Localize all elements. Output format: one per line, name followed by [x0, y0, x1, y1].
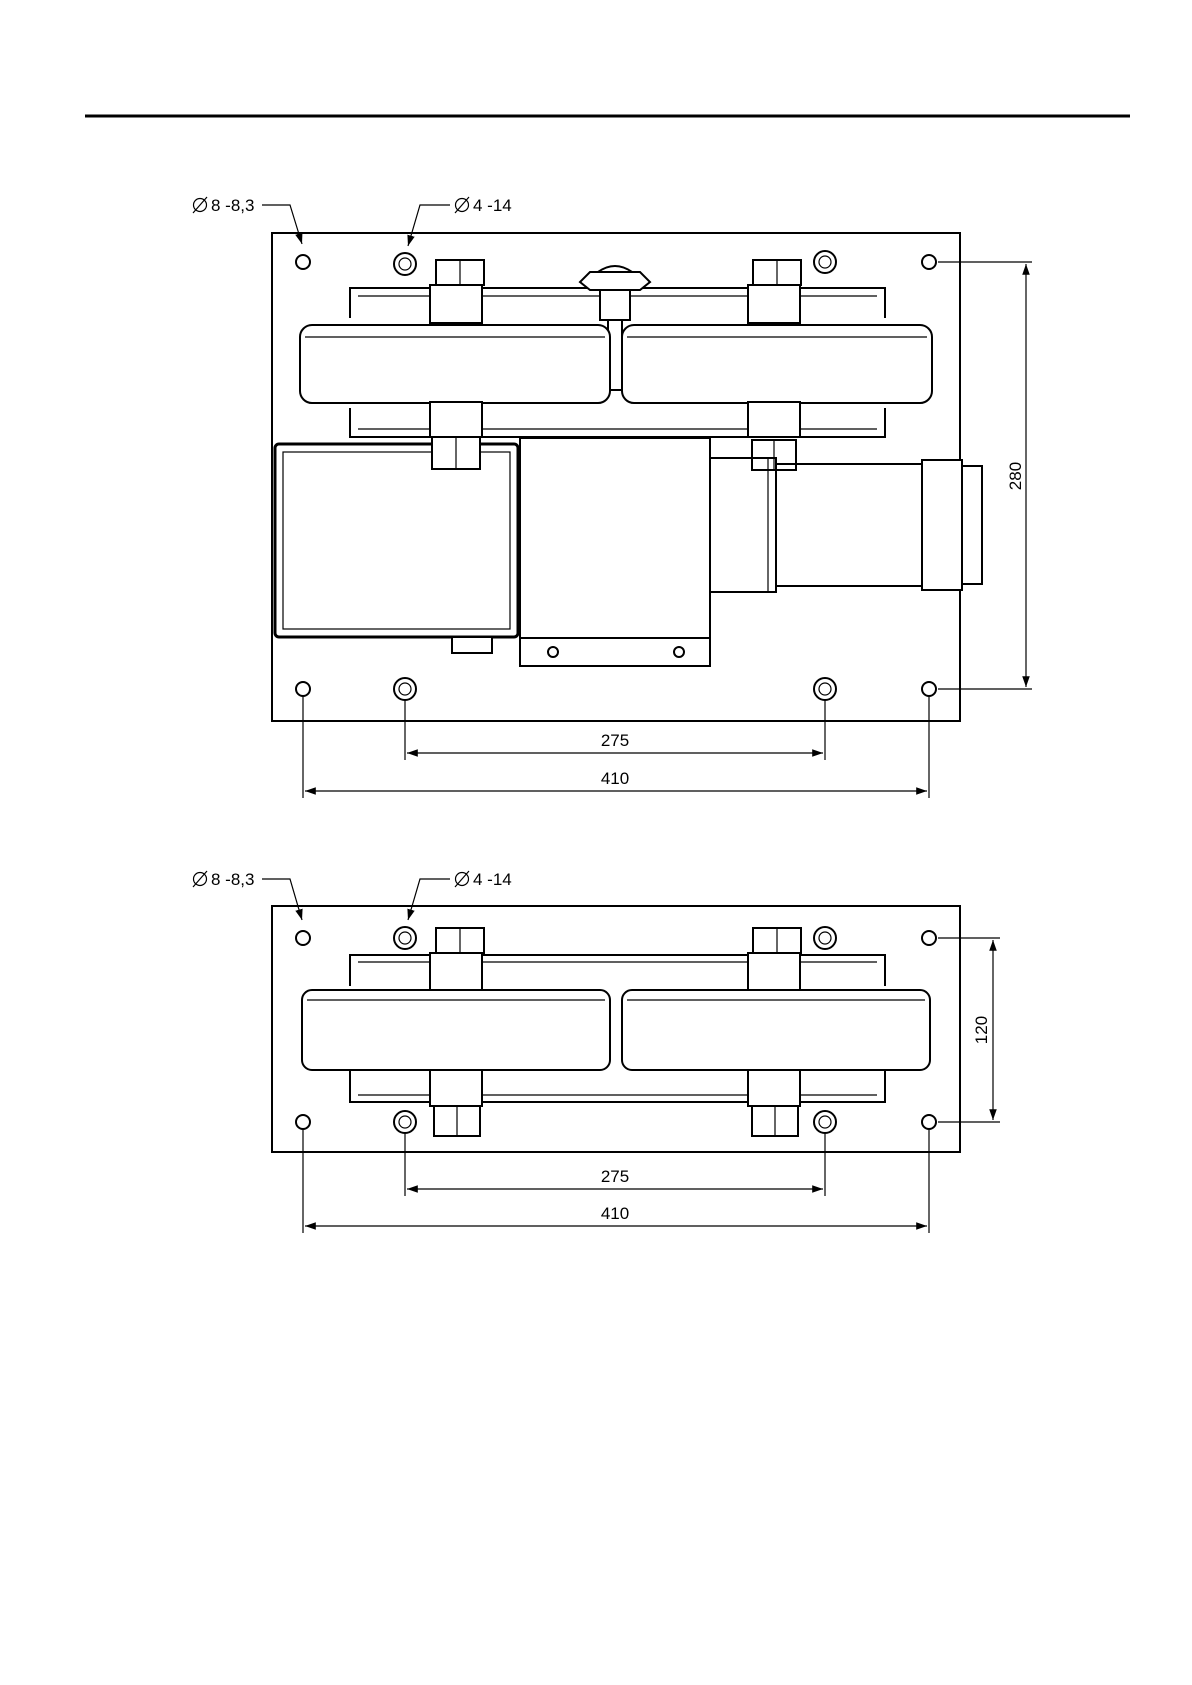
hole-large-label: 4 -14: [473, 196, 512, 215]
dim-outer-label: 410: [601, 769, 629, 788]
front-view: 8 -8,3 4 -14: [193, 870, 1000, 1233]
dim-inner: 275: [405, 700, 825, 760]
bolt-right-top: [748, 260, 801, 323]
diameter-symbol-icon: [193, 871, 207, 887]
bolt-left-top-front: [430, 928, 484, 991]
coil-left-front: [302, 990, 610, 1070]
junction-box: [275, 437, 518, 653]
bolt-left-top: [430, 260, 484, 323]
diameter-symbol-icon: [455, 871, 469, 887]
hole-small-label-front: 8 -8,3: [211, 870, 254, 889]
dim-inner-label: 275: [601, 731, 629, 750]
bolt-right-lower: [752, 440, 796, 470]
dim-outer-front-label: 410: [601, 1204, 629, 1223]
bolt-right-bottom-front: [748, 1070, 800, 1136]
top-view: 8 -8,3 4 -14: [193, 196, 1032, 798]
bolt-right-top-front: [748, 928, 801, 991]
callout-small-hole: 8 -8,3: [193, 870, 302, 920]
hole-small-label: 8 -8,3: [211, 196, 254, 215]
bolt-left-mid: [430, 402, 482, 437]
diameter-symbol-icon: [455, 197, 469, 213]
bolt-right-mid: [748, 402, 800, 437]
dim-inner-front: 275: [405, 1133, 825, 1196]
callout-large-hole: 4 -14: [408, 196, 512, 246]
hole-large-label-front: 4 -14: [473, 870, 512, 889]
callout-large-hole: 4 -14: [408, 870, 512, 920]
dim-inner-front-label: 275: [601, 1167, 629, 1186]
dim-height-label: 280: [1006, 462, 1025, 490]
terminal-cover: [520, 438, 710, 666]
diameter-symbol-icon: [193, 197, 207, 213]
callout-small-hole: 8 -8,3: [193, 196, 302, 244]
coil-right-front: [622, 990, 930, 1070]
dim-height-front-label: 120: [972, 1016, 991, 1044]
cable-gland: [710, 458, 982, 592]
bolt-left-bottom-front: [430, 1070, 482, 1136]
dim-height-front: 120: [938, 938, 1000, 1122]
